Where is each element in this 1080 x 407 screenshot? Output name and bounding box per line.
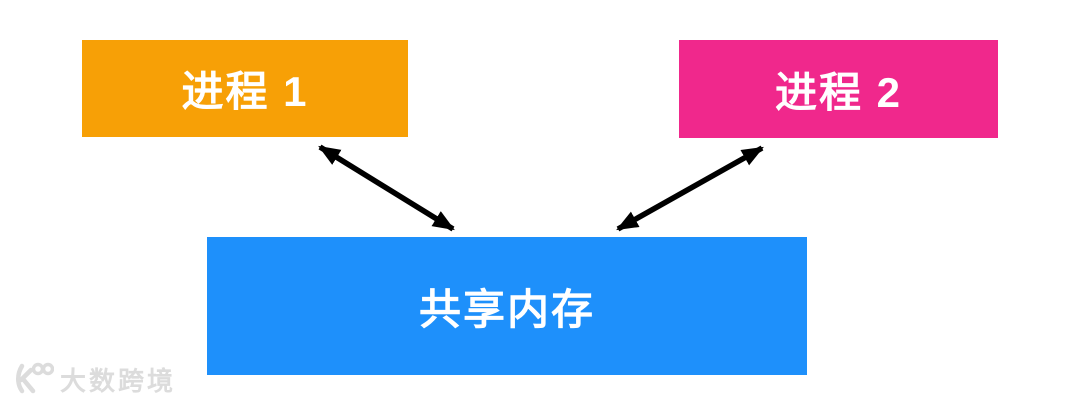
watermark: 大数跨境 xyxy=(12,360,176,399)
arrow-process1-shared-memory xyxy=(318,144,455,232)
node-process-2: 进程 2 xyxy=(679,40,998,138)
arrow-process2-shared-memory xyxy=(616,145,764,232)
watermark-logo-icon xyxy=(12,360,55,399)
watermark-text: 大数跨境 xyxy=(60,366,177,396)
node-shared-memory: 共享内存 xyxy=(207,237,807,375)
node-process-1: 进程 1 xyxy=(82,40,408,137)
